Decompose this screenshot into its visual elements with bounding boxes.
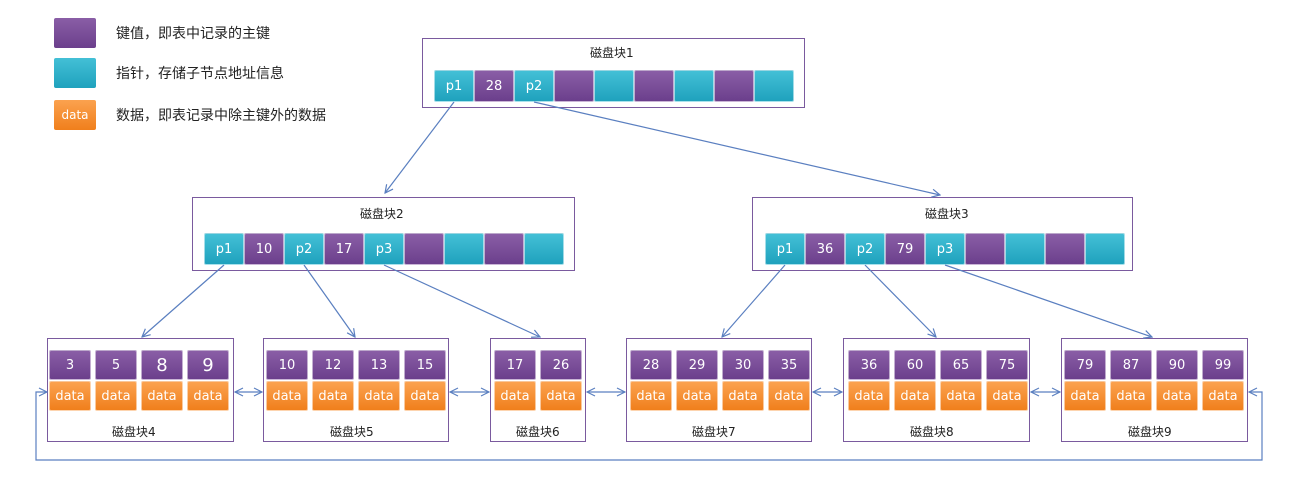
legend-data-swatch: data xyxy=(54,100,96,130)
key-cell: 10 xyxy=(244,233,284,265)
disk-block-5-title: 磁盘块5 xyxy=(330,425,374,439)
edge-block3-to-block9 xyxy=(944,264,1152,337)
disk-block-9-title: 磁盘块9 xyxy=(1128,425,1172,439)
leaf-key-cell: 99 xyxy=(1202,350,1244,380)
leaf-key-cell: 79 xyxy=(1064,350,1106,380)
key-cell xyxy=(1045,233,1085,265)
pointer-cell: p1 xyxy=(765,233,805,265)
pointer-cell: p3 xyxy=(364,233,404,265)
edge-block2-to-block5 xyxy=(303,264,355,337)
leaf-key-cell: 15 xyxy=(404,350,446,380)
key-cell xyxy=(554,70,594,102)
legend-key-text: 键值，即表中记录的主键 xyxy=(116,26,270,42)
edge-block2-to-block4 xyxy=(142,264,225,337)
key-cell xyxy=(404,233,444,265)
leaf-key-cell: 10 xyxy=(266,350,308,380)
disk-block-4-title: 磁盘块4 xyxy=(112,425,156,439)
key-cell xyxy=(484,233,524,265)
leaf-key-cell: 35 xyxy=(768,350,810,380)
key-cell: 79 xyxy=(885,233,925,265)
leaf-key-cell: 9 xyxy=(187,350,229,380)
key-cell xyxy=(634,70,674,102)
leaf-key-cell: 36 xyxy=(848,350,890,380)
leaf-key-cell: 90 xyxy=(1156,350,1198,380)
leaf-key-cell: 29 xyxy=(676,350,718,380)
disk-block-3-title: 磁盘块3 xyxy=(925,207,969,221)
leaf-key-cell: 60 xyxy=(894,350,936,380)
leaf-key-cell: 65 xyxy=(940,350,982,380)
leaf-key-cell: 12 xyxy=(312,350,354,380)
pointer-cell xyxy=(1085,233,1125,265)
leaf-key-cell: 28 xyxy=(630,350,672,380)
edge-block3-to-block8 xyxy=(864,264,936,337)
disk-block-1-title: 磁盘块1 xyxy=(590,46,634,60)
pointer-cell xyxy=(444,233,484,265)
leaf-key-cell: 26 xyxy=(540,350,582,380)
pointer-cell: p2 xyxy=(514,70,554,102)
legend-pointer-swatch xyxy=(54,58,96,88)
pointer-cell xyxy=(674,70,714,102)
key-cell xyxy=(965,233,1005,265)
leaf-key-cell: 8 xyxy=(141,350,183,380)
edge-block3-to-block7 xyxy=(722,264,786,337)
disk-block-6-title: 磁盘块6 xyxy=(516,425,560,439)
key-cell: 17 xyxy=(324,233,364,265)
leaf-key-cell: 17 xyxy=(494,350,536,380)
pointer-cell xyxy=(1005,233,1045,265)
pointer-cell: p2 xyxy=(845,233,885,265)
disk-block-2-title: 磁盘块2 xyxy=(360,207,404,221)
legend-data-text: 数据，即表记录中除主键外的数据 xyxy=(116,108,326,124)
disk-block-8-title: 磁盘块8 xyxy=(910,425,954,439)
pointer-cell xyxy=(524,233,564,265)
pointer-cell xyxy=(594,70,634,102)
legend-pointer-text: 指针，存储子节点地址信息 xyxy=(116,66,284,82)
pointer-cell xyxy=(754,70,794,102)
leaf-key-cell: 87 xyxy=(1110,350,1152,380)
key-cell xyxy=(714,70,754,102)
leaf-key-cell: 5 xyxy=(95,350,137,380)
legend-key-swatch xyxy=(54,18,96,48)
pointer-cell: p2 xyxy=(284,233,324,265)
disk-block-7-title: 磁盘块7 xyxy=(692,425,736,439)
pointer-cell: p3 xyxy=(925,233,965,265)
leaf-key-cell: 75 xyxy=(986,350,1028,380)
key-cell: 28 xyxy=(474,70,514,102)
key-cell: 36 xyxy=(805,233,845,265)
leaf-key-cell: 13 xyxy=(358,350,400,380)
edge-root-to-block3 xyxy=(533,101,940,195)
edge-root-to-block2 xyxy=(385,101,455,193)
leaf-key-cell: 3 xyxy=(49,350,91,380)
leaf-key-cell: 30 xyxy=(722,350,764,380)
pointer-cell: p1 xyxy=(434,70,474,102)
circular-link xyxy=(35,392,1263,461)
edge-block2-to-block6 xyxy=(383,264,540,337)
pointer-cell: p1 xyxy=(204,233,244,265)
